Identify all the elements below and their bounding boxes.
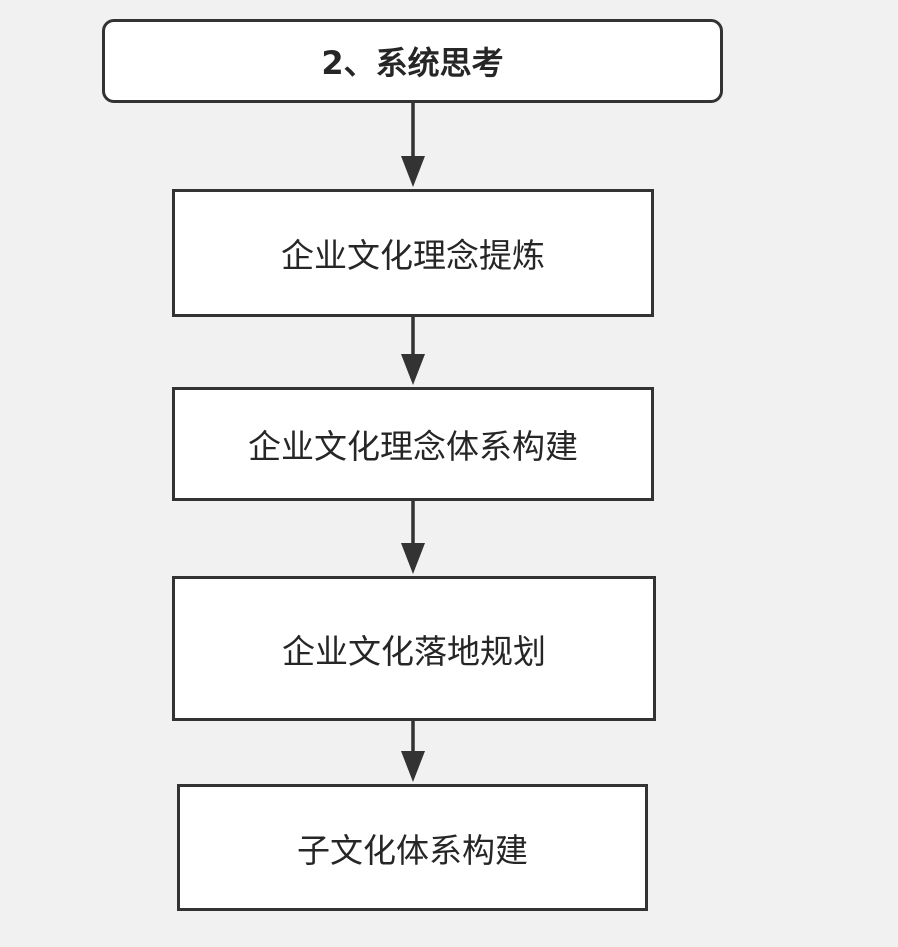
flow-node-culture-implementation-plan: 企业文化落地规划 bbox=[172, 576, 656, 721]
flow-node-label: 企业文化落地规划 bbox=[282, 631, 546, 671]
flow-node-label: 子文化体系构建 bbox=[297, 830, 528, 870]
arrowhead-step-1-to-step-2 bbox=[401, 354, 425, 385]
flow-node-culture-concept-extraction: 企业文化理念提炼 bbox=[172, 189, 654, 317]
flow-node-label: 企业文化理念体系构建 bbox=[248, 427, 578, 466]
flow-node-title-label: 2、系统思考 bbox=[321, 44, 504, 82]
flow-node-subculture-system-construction: 子文化体系构建 bbox=[177, 784, 648, 911]
flow-node-label: 企业文化理念提炼 bbox=[281, 236, 545, 275]
arrowhead-title-to-step-1 bbox=[401, 156, 425, 187]
arrowhead-step-2-to-step-3 bbox=[401, 543, 425, 574]
flow-node-concept-system-construction: 企业文化理念体系构建 bbox=[172, 387, 654, 501]
arrowhead-step-3-to-step-4 bbox=[401, 751, 425, 782]
flow-node-title: 2、系统思考 bbox=[102, 19, 723, 103]
